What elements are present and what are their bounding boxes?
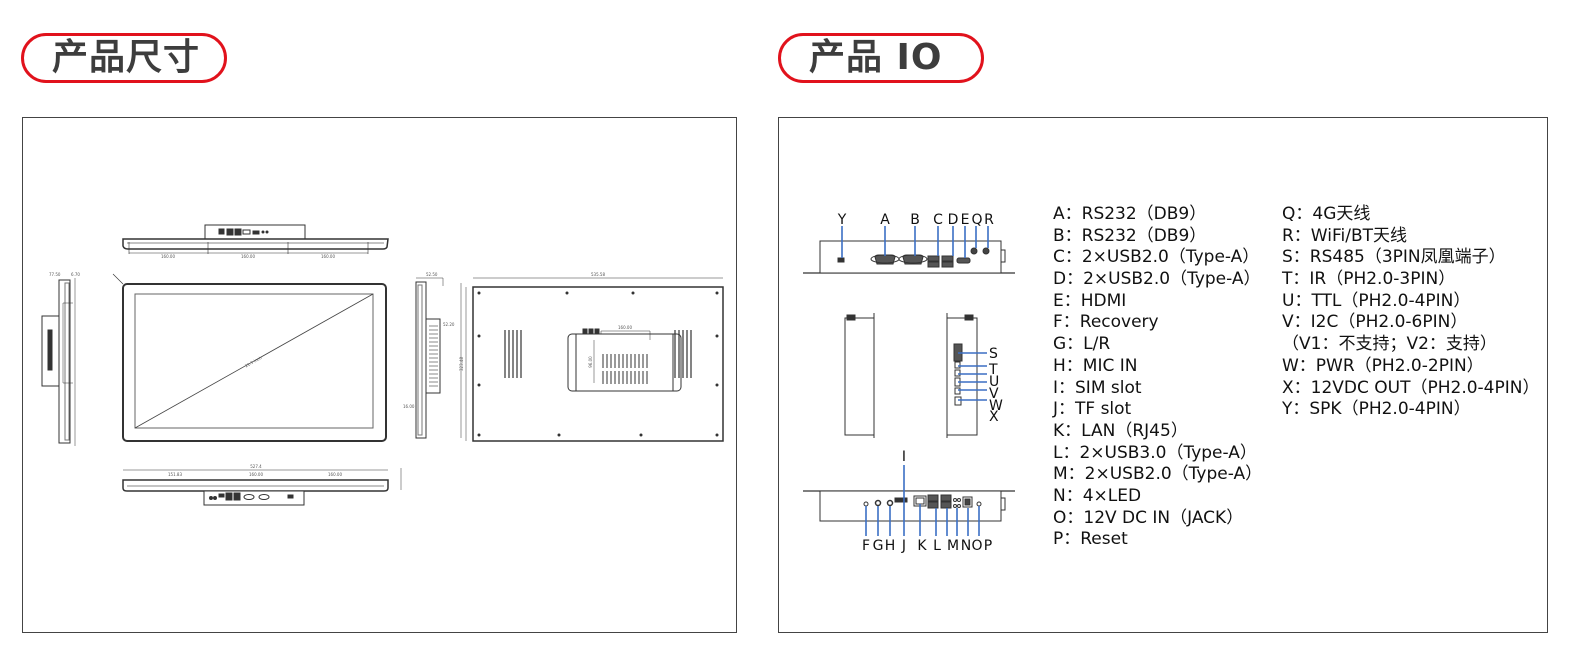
section-title-io: 产品 IO <box>778 33 984 83</box>
io-label-e: E <box>961 212 970 228</box>
io-panel: Y A B C D E Q R S T U V W X I F G H J K … <box>778 117 1548 633</box>
dim-bracket-height: 96.00 <box>588 356 593 368</box>
legend-item: E：HDMI <box>1053 290 1127 311</box>
legend-item: B：RS232（DB9） <box>1053 225 1207 246</box>
dim-bottom-3: 160.00 <box>328 472 342 477</box>
legend-item: （V1：不支持；V2：支持） <box>1282 334 1497 355</box>
legend-item: N：4×LED <box>1053 485 1142 506</box>
io-legend-column-1: A：RS232（DB9） B：RS232（DB9） C：2×USB2.0（Typ… <box>1053 204 1262 551</box>
front-view <box>112 273 387 442</box>
legend-item: G：L/R <box>1053 334 1111 355</box>
legend-item: K：LAN（RJ45） <box>1053 420 1188 441</box>
dim-bracket-width: 160.00 <box>618 325 632 330</box>
legend-item: R：WiFi/BT天线 <box>1282 225 1408 246</box>
io-label-c: C <box>933 212 943 228</box>
legend-item: U：TTL（PH2.0-4PIN） <box>1282 290 1471 311</box>
dim-bottom-2: 160.00 <box>249 472 263 477</box>
io-label-m: M <box>947 538 959 554</box>
io-label-b: B <box>910 212 920 228</box>
io-label-o: O <box>971 538 982 554</box>
io-label-t: T <box>988 362 998 378</box>
dimensions-panel: 160.00 160.00 160.00 77.50 6.70 21.5 inc… <box>22 117 737 633</box>
legend-item: C：2×USB2.0（Type-A） <box>1053 247 1260 268</box>
dimensions-title-text: 产品尺寸 <box>52 37 201 78</box>
callout-lines <box>841 226 989 536</box>
io-label-i: I <box>902 449 906 465</box>
io-top-view <box>803 240 1015 274</box>
io-bottom-view <box>803 490 1015 522</box>
legend-item: J：TF slot <box>1053 399 1132 420</box>
io-diagram: Y A B C D E Q R S T U V W X I F G H J K … <box>803 212 1015 554</box>
dim-rear-width: 535.58 <box>591 272 605 277</box>
legend-item: O：12V DC IN（JACK） <box>1053 507 1244 528</box>
dim-top-1: 160.00 <box>161 254 175 259</box>
io-label-r: R <box>984 212 994 228</box>
legend-item: X：12VDC OUT（PH2.0-4PIN） <box>1282 377 1540 398</box>
io-right-side-view <box>946 313 978 438</box>
dim-right-box: 52.20 <box>443 322 455 327</box>
legend-item: D：2×USB2.0（Type-A） <box>1053 269 1261 290</box>
legend-item: W：PWR（PH2.0-2PIN） <box>1282 355 1484 376</box>
io-legend-column-2: Q：4G天线 R：WiFi/BT天线 S：RS485（3PIN凤凰端子） T：I… <box>1282 204 1539 421</box>
dim-top-3: 160.00 <box>321 254 335 259</box>
legend-item: F：Recovery <box>1053 312 1159 333</box>
io-label-w: W <box>989 398 1003 414</box>
io-label-y: Y <box>837 212 847 228</box>
dim-side-depth-1: 77.50 <box>49 272 61 277</box>
io-label-n: N <box>961 538 971 554</box>
io-label-x: X <box>989 409 999 425</box>
legend-item: L：2×USB3.0（Type-A） <box>1053 442 1257 463</box>
legend-item: Y：SPK（PH2.0-4PIN） <box>1282 399 1471 420</box>
io-label-u: U <box>989 374 999 390</box>
io-label-f: F <box>862 538 870 554</box>
dim-right-offset: 16.00 <box>403 404 415 409</box>
io-label-d: D <box>948 212 959 228</box>
legend-item: A：RS232（DB9） <box>1053 204 1207 224</box>
dim-top-2: 160.00 <box>241 254 255 259</box>
io-label-j: J <box>901 538 906 554</box>
legend-item: I：SIM slot <box>1053 377 1142 398</box>
legend-item: V：I2C（PH2.0-6PIN） <box>1282 312 1468 333</box>
legend-item: M：2×USB2.0（Type-A） <box>1053 464 1263 485</box>
bottom-view <box>122 468 402 506</box>
dimension-drawing: 160.00 160.00 160.00 77.50 6.70 21.5 inc… <box>41 224 724 506</box>
io-label-g: G <box>873 538 884 554</box>
right-side-view <box>415 277 462 439</box>
legend-item: Q：4G天线 <box>1282 204 1371 224</box>
top-view <box>122 224 389 254</box>
io-label-p: P <box>984 538 992 554</box>
legend-item: P：Reset <box>1053 529 1128 550</box>
rear-view <box>465 277 724 442</box>
io-label-v: V <box>989 386 999 402</box>
io-left-side-view <box>844 313 875 438</box>
io-label-s: S <box>989 346 998 362</box>
io-label-l: L <box>933 538 941 554</box>
left-side-view <box>41 278 76 446</box>
io-label-k: K <box>917 538 927 554</box>
io-label-q: Q <box>971 212 982 228</box>
dim-rear-height: 323.48 <box>459 357 464 371</box>
legend-item: S：RS485（3PIN凤凰端子） <box>1282 247 1506 268</box>
dim-bottom-1: 151.83 <box>168 472 182 477</box>
dim-right-depth: 52.50 <box>426 272 438 277</box>
legend-item: T：IR（PH2.0-3PIN） <box>1282 269 1456 290</box>
dim-diagonal: 21.5 inch <box>244 355 263 369</box>
io-label-h: H <box>885 538 896 554</box>
io-label-a: A <box>880 212 890 228</box>
legend-item: H：MIC IN <box>1053 355 1138 376</box>
section-title-dimensions: 产品尺寸 <box>21 33 227 83</box>
io-title-text: 产品 IO <box>809 37 943 78</box>
dim-bottom-overall: 527.4 <box>250 464 262 469</box>
dim-side-depth-2: 6.70 <box>71 272 80 277</box>
